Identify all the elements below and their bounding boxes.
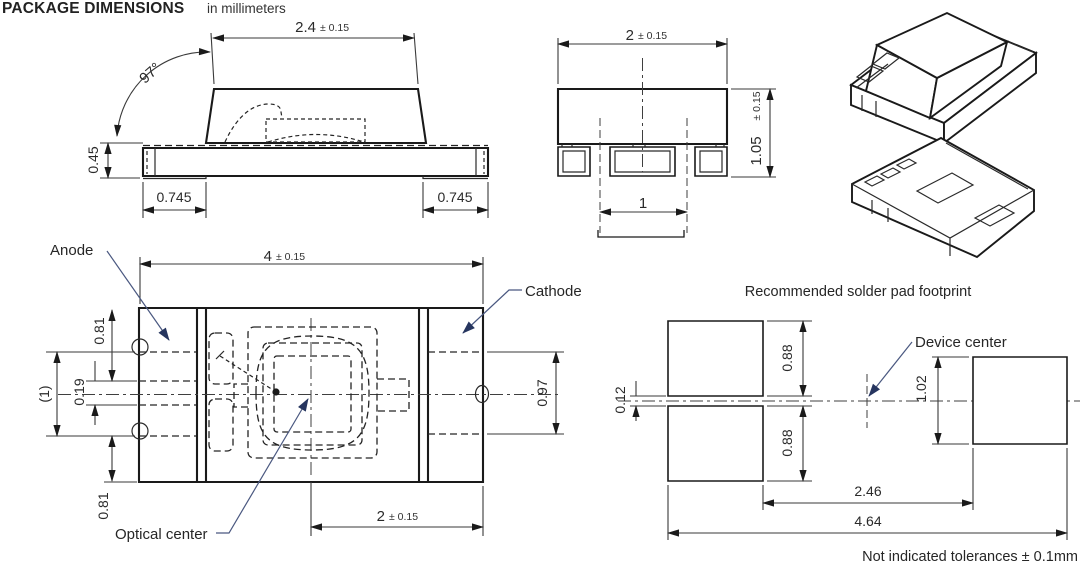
dim-top-length-tol: ± 0.15	[276, 251, 305, 263]
top-edge-via-left-lower	[131, 422, 149, 440]
dim-end-width-tol: ± 0.15	[638, 30, 667, 42]
dim-side-angle: 97°	[136, 60, 164, 88]
device-center-leader	[868, 341, 913, 397]
iso-bottom-right-pad	[973, 204, 1016, 227]
dim-side-thickness: 0.45	[85, 146, 101, 173]
top-reflector-mid	[262, 342, 363, 446]
top-leadframe-tabs	[233, 378, 410, 412]
top-halflength-ext	[310, 482, 484, 536]
end-footprint-bracket	[597, 230, 685, 238]
optical-center-leader	[216, 398, 309, 534]
end-pad-left	[557, 146, 591, 177]
anode-leader	[106, 250, 170, 341]
footprint-pad-upper-left	[667, 320, 764, 397]
iso-top-dome-top	[874, 11, 1010, 80]
page-title: PACKAGE DIMENSIONS	[2, 0, 184, 17]
footprint-title: Recommended solder pad footprint	[745, 284, 972, 300]
optical-center-label: Optical center	[115, 526, 208, 543]
side-angle-arc	[114, 48, 211, 137]
iso-bottom-center-pad	[915, 172, 975, 204]
dim-top-cathode-pad: 0.97	[534, 379, 550, 406]
side-thickness-ext	[100, 142, 140, 179]
end-pad-notches	[561, 144, 725, 147]
top-anode-leadframe	[208, 332, 234, 452]
dim-end-height-tol: ± 0.15	[751, 91, 763, 120]
tolerance-note: Not indicated tolerances ± 0.1mm	[862, 549, 1078, 565]
dim-side-pad-right: 0.745	[437, 189, 472, 205]
top-view: 4 ± 0.15 (1) 0.19 0.81 0.81 0.97 2 ± 0.1…	[36, 242, 582, 543]
top-hidden-pad-edges	[139, 351, 483, 437]
dim-top-length: 4	[264, 248, 272, 265]
dim-top-half-length-tol: ± 0.15	[389, 511, 418, 523]
iso-top-terminal-pads	[855, 52, 901, 83]
dim-top-pad-top: 0.81	[91, 317, 107, 344]
dim-side-pad-left: 0.745	[156, 189, 191, 205]
dim-footprint-right-pad: 1.02	[913, 375, 929, 402]
end-pad-gap-lines	[599, 118, 688, 233]
top-lens-circle	[255, 335, 370, 451]
dim-end-pad-spacing: 1	[639, 195, 647, 212]
top-outline	[137, 306, 485, 484]
iso-bottom-silhouette	[851, 136, 1035, 259]
side-width-ext	[210, 32, 419, 85]
side-base-plate	[141, 146, 490, 178]
top-bond-wire	[219, 355, 274, 391]
side-body-outline	[204, 87, 428, 145]
cathode-label: Cathode	[525, 283, 582, 300]
dim-side-width: 2.4	[295, 19, 316, 36]
side-lens-dome	[267, 133, 365, 143]
device-center-label: Device center	[915, 334, 1007, 351]
side-foot-steps	[143, 176, 488, 180]
side-bond-wire	[224, 103, 283, 143]
top-edge-via-right	[474, 384, 490, 404]
dim-footprint-pad-upper: 0.88	[779, 344, 795, 371]
end-view: 2 ± 0.15 1.05 ± 0.15 1	[556, 27, 776, 238]
dim-footprint-outer-span: 4.64	[854, 513, 881, 529]
dim-top-slot: 0.19	[71, 378, 87, 405]
footprint-pad-lower-left	[667, 405, 764, 482]
iso-bottom-end-slots	[863, 158, 918, 187]
dim-end-width: 2	[626, 27, 634, 44]
footprint-pad-right	[972, 356, 1068, 445]
iso-bottom-face-edges	[851, 142, 1035, 256]
iso-view-top	[849, 11, 1038, 145]
side-die-outline	[265, 118, 366, 143]
footprint-pad-ext	[767, 320, 812, 482]
dim-footprint-gap: 0.12	[612, 386, 628, 413]
cathode-leader	[462, 289, 522, 334]
page-subtitle: in millimeters	[207, 1, 286, 16]
side-endcap-lines	[154, 148, 477, 176]
footprint-view: Recommended solder pad footprint 0.12 0.…	[612, 284, 1080, 540]
dim-end-height: 1.05	[748, 136, 765, 165]
top-bond-stitch	[215, 350, 225, 360]
end-pad-inner	[562, 150, 723, 173]
top-bond-ball	[272, 388, 280, 396]
dim-top-ref: (1)	[36, 385, 52, 402]
dim-top-pad-bottom: 0.81	[95, 492, 111, 519]
top-cathode-ext	[487, 351, 564, 435]
iso-top-plate-side-right	[943, 51, 1037, 145]
iso-top-terminal-slots	[855, 63, 889, 117]
top-edge-via-left-upper	[131, 338, 149, 356]
top-left-ext-lines	[46, 351, 137, 483]
dim-footprint-pad-lower: 0.88	[779, 429, 795, 456]
top-reflector-outer	[247, 326, 378, 459]
dim-footprint-inner-span: 2.46	[854, 483, 881, 499]
side-endcap-dashes	[146, 151, 485, 174]
header: PACKAGE DIMENSIONS in millimeters	[2, 0, 286, 17]
iso-bottom-side-slots	[871, 200, 889, 222]
anode-label: Anode	[50, 242, 93, 259]
end-body-outline	[556, 87, 729, 146]
dim-top-half-length: 2	[377, 508, 385, 525]
side-view: 2.4 ± 0.15 97° 0.45 0.745 0.745	[85, 19, 490, 218]
dim-side-width-tol: ± 0.15	[320, 22, 349, 34]
iso-view-bottom	[851, 136, 1035, 259]
side-pad-ext	[142, 182, 489, 218]
